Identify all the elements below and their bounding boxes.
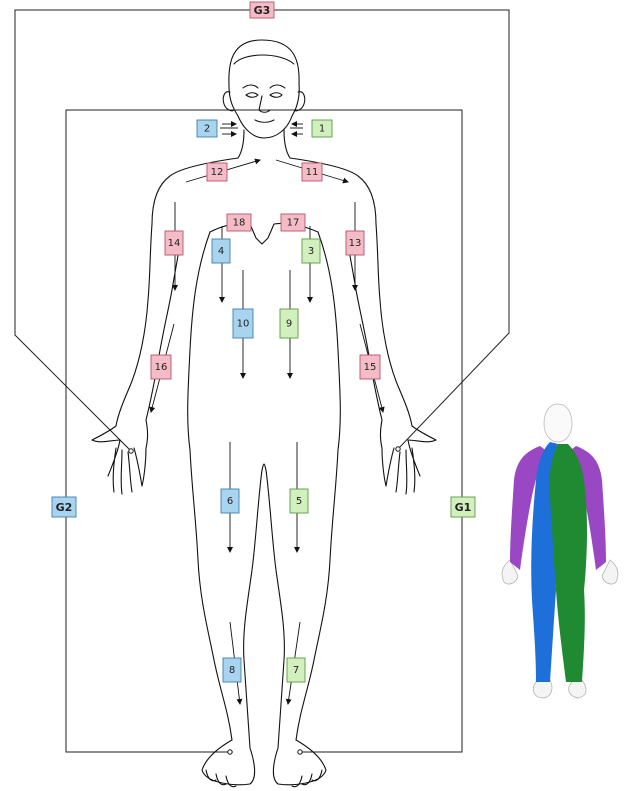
label-text: 13 [349,238,362,249]
label-text: 14 [168,238,181,249]
node-label-n4: 4 [212,239,230,263]
label-text: 5 [296,496,302,507]
node-label-n11: 11 [302,163,322,181]
label-text: 2 [204,124,210,135]
label-text: G3 [254,4,271,17]
node-label-n3: 3 [302,239,320,263]
node-label-n13: 13 [346,231,364,255]
node-label-n12: 12 [207,163,227,181]
node-label-n16: 16 [151,355,171,379]
g3-connection-line [15,10,509,451]
label-text: 12 [211,167,224,178]
label-text: 17 [287,218,300,229]
label-text: 11 [306,167,319,178]
silhouette-green-region [549,444,587,682]
group-label-g2: G2 [52,497,76,517]
human-outline [92,40,436,787]
label-text: 7 [293,665,299,676]
node-label-n18: 18 [227,214,251,231]
label-text: 3 [308,246,314,257]
node-label-n10: 10 [233,309,253,338]
node-label-n17: 17 [281,214,305,231]
label-text: 10 [237,319,250,330]
label-text: 9 [286,319,292,330]
label-text: 1 [319,124,325,135]
node-label-n1: 1 [312,120,332,137]
node-label-n15: 15 [360,355,380,379]
label-text: 18 [233,218,246,229]
g1-g2-connection-line [66,110,462,752]
label-text: 15 [364,362,377,373]
node-label-n14: 14 [165,231,183,255]
label-text: 16 [155,362,168,373]
node-label-n2: 2 [197,120,217,137]
node-label-n8: 8 [223,658,241,682]
group-label-g1: G1 [451,497,475,517]
label-text: 4 [218,246,224,257]
node-label-n9: 9 [280,309,298,338]
colored-body-silhouette [502,404,618,698]
label-text: 8 [229,665,235,676]
node-label-n5: 5 [290,489,308,513]
node-label-n6: 6 [221,489,239,513]
label-text: G1 [455,501,472,514]
node-label-n7: 7 [287,658,305,682]
group-label-g3: G3 [250,2,274,18]
label-text: G2 [56,501,73,514]
label-text: 6 [227,496,233,507]
arrows [151,124,383,704]
